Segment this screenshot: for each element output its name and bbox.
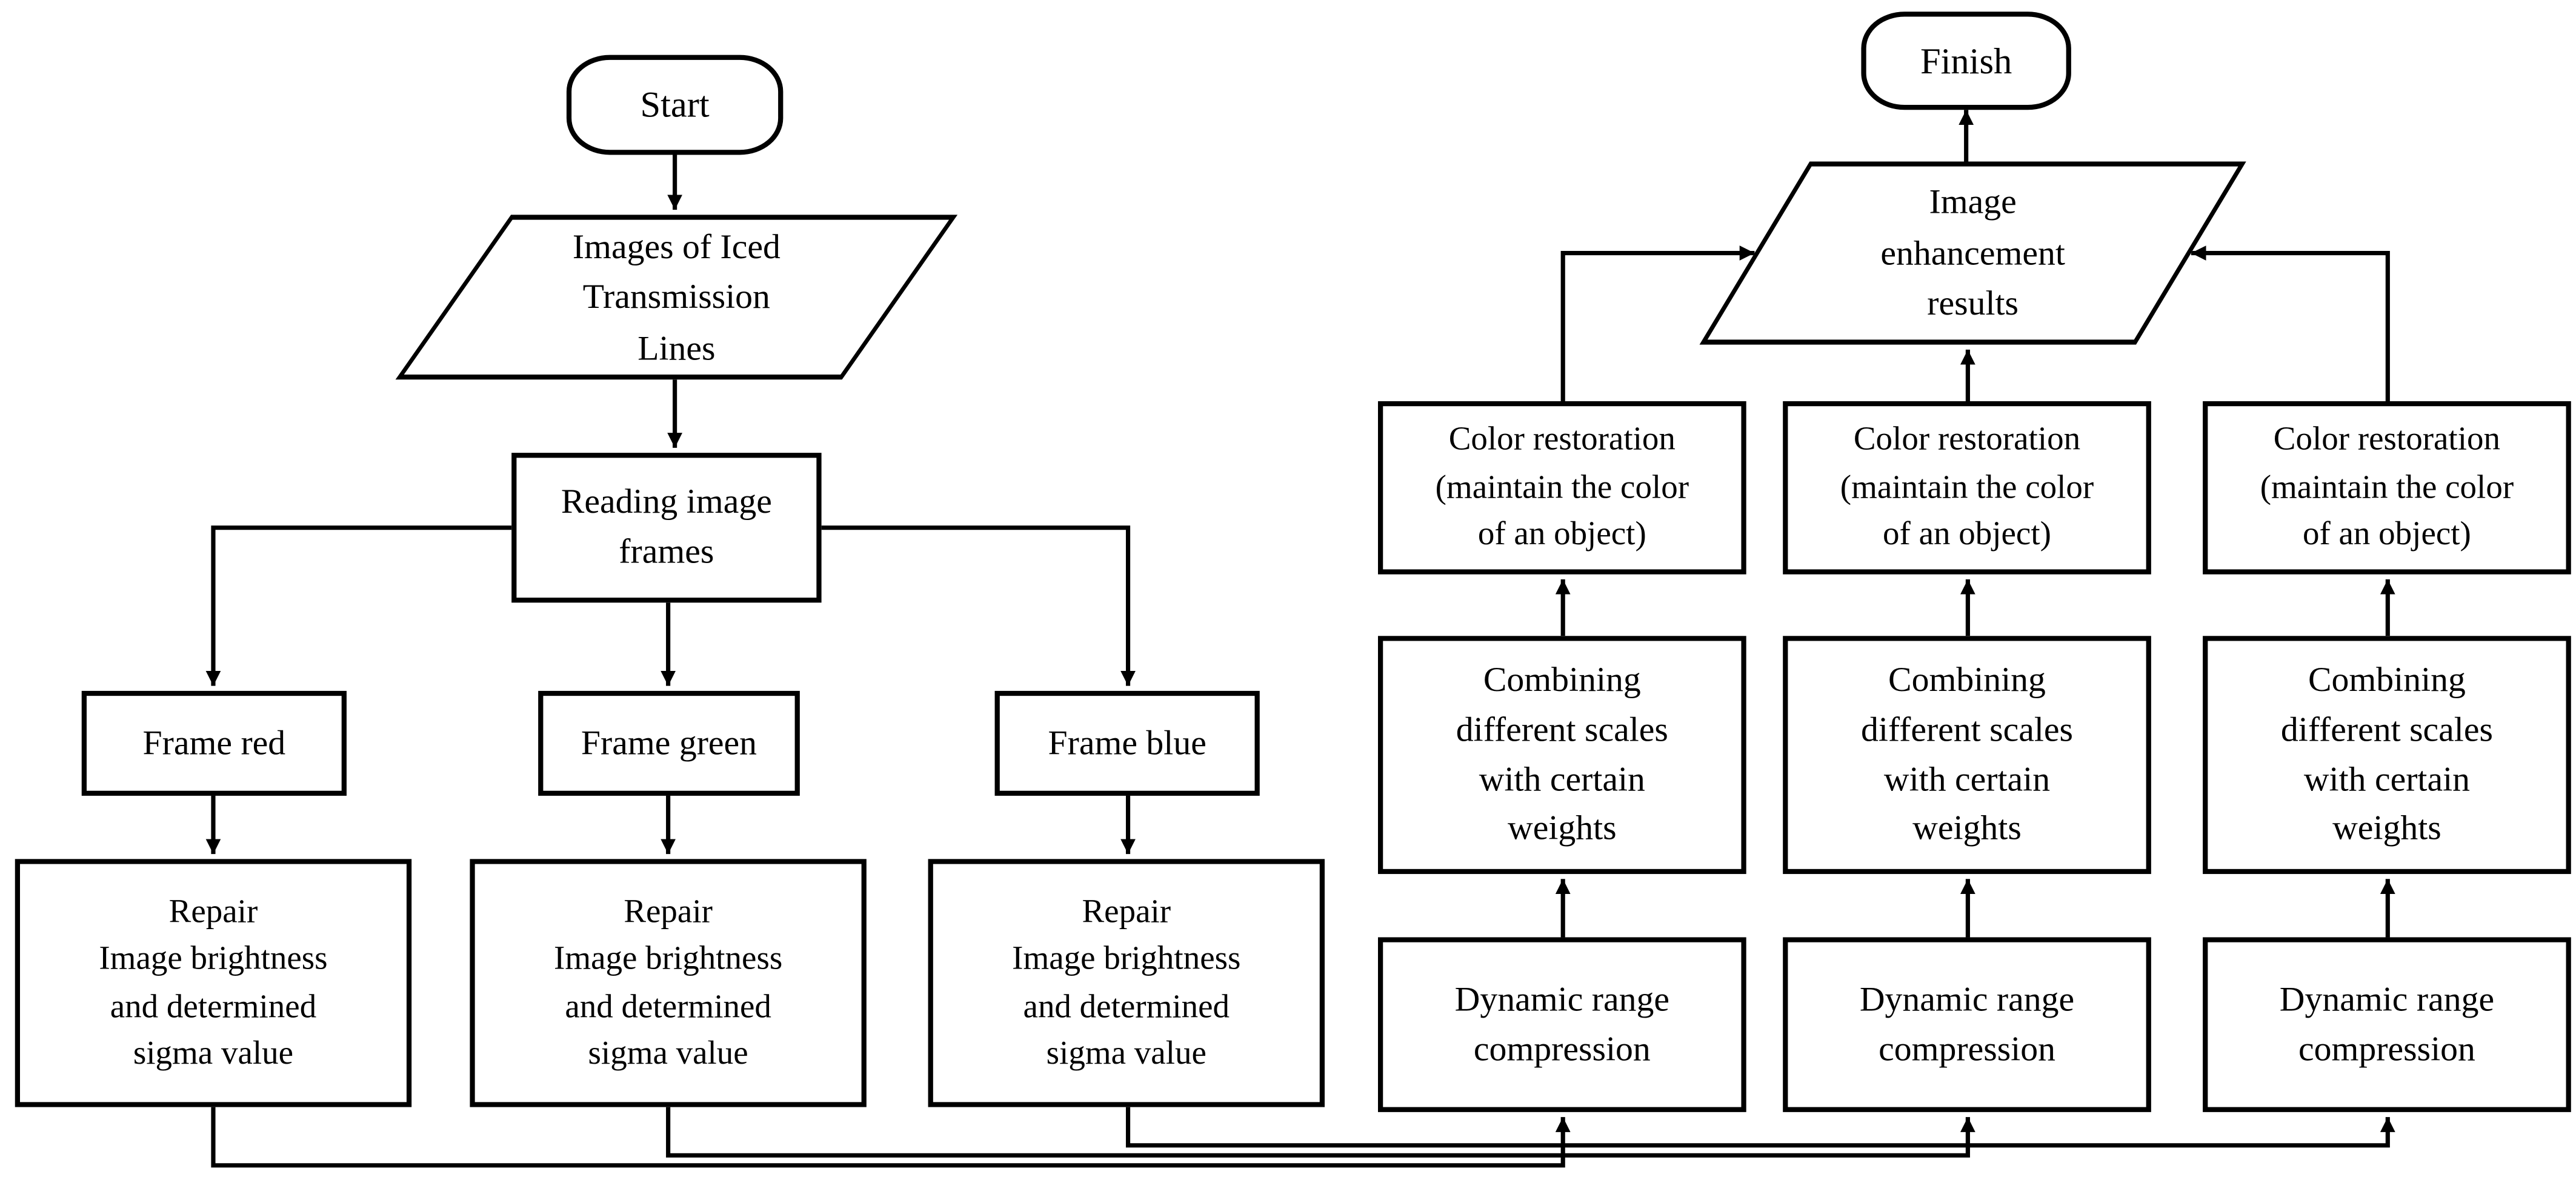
node-frame-green: Frame green [538, 690, 800, 796]
node-frame-blue: Frame blue [994, 690, 1260, 796]
node-input-images: Images of Iced Transmission Lines [572, 226, 780, 368]
node-combine-1: Combining different scales with certain … [1378, 636, 1746, 875]
arrow-repair-red-to-drc-1 [211, 1107, 1571, 1168]
node-enhancement-results: Image enhancement results [1880, 182, 2065, 324]
node-repair-red: Repair Image brightness and determined s… [15, 859, 412, 1107]
node-combine-2: Combining different scales with certain … [1783, 636, 2151, 875]
node-finish: Finish [1861, 12, 2071, 110]
node-restore-2: Color restoration (maintain the color of… [1783, 401, 2151, 575]
node-repair-green: Repair Image brightness and determined s… [470, 859, 867, 1107]
node-frame-red: Frame red [81, 690, 347, 796]
node-reading-frames: Reading image frames [511, 453, 822, 603]
arrow-reading-to-frame-blue [821, 525, 1136, 686]
node-drc-2: Dynamic range compression [1783, 937, 2151, 1112]
arrow-reading-to-frame-red [205, 525, 512, 686]
node-repair-blue: Repair Image brightness and determined s… [928, 859, 1325, 1107]
node-restore-3: Color restoration (maintain the color of… [2203, 401, 2571, 575]
node-start: Start [566, 55, 784, 155]
node-drc-3: Dynamic range compression [2203, 937, 2571, 1112]
arrow-repair-green-to-drc-2 [666, 1107, 1975, 1158]
node-drc-1: Dynamic range compression [1378, 937, 1746, 1112]
arrow-repair-blue-to-drc-3 [1125, 1107, 2395, 1148]
arrow-restore-3-to-results [2191, 245, 2390, 401]
node-restore-1: Color restoration (maintain the color of… [1378, 401, 1746, 575]
node-combine-3: Combining different scales with certain … [2203, 636, 2571, 875]
